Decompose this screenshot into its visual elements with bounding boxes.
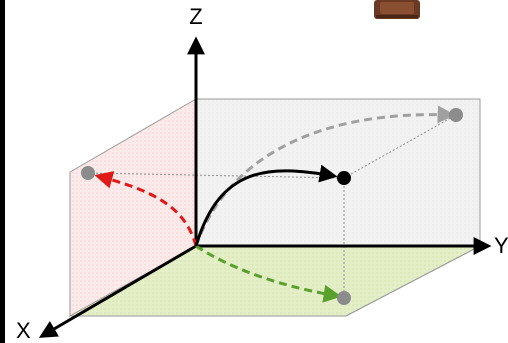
x-axis-label: X [16, 318, 31, 343]
photo-fragment [374, 0, 420, 19]
yz-projection-point [449, 108, 463, 122]
gray-curve [194, 105, 456, 247]
left-frame-bar [0, 0, 5, 343]
plane-outer-edge [69, 99, 481, 317]
yz-plane [195, 98, 481, 247]
guide-line-point-to-back [343, 114, 457, 179]
red-curve [94, 171, 198, 247]
xy-projection-point [337, 291, 351, 305]
main-point [337, 171, 351, 185]
green-curve [195, 244, 342, 303]
main-curve [194, 164, 338, 247]
x-axis [38, 244, 197, 338]
y-axis-label: Y [494, 233, 508, 258]
z-axis-label: Z [189, 4, 202, 29]
guide-line-z-to-point [87, 172, 345, 179]
xz-projection-point [81, 166, 95, 180]
